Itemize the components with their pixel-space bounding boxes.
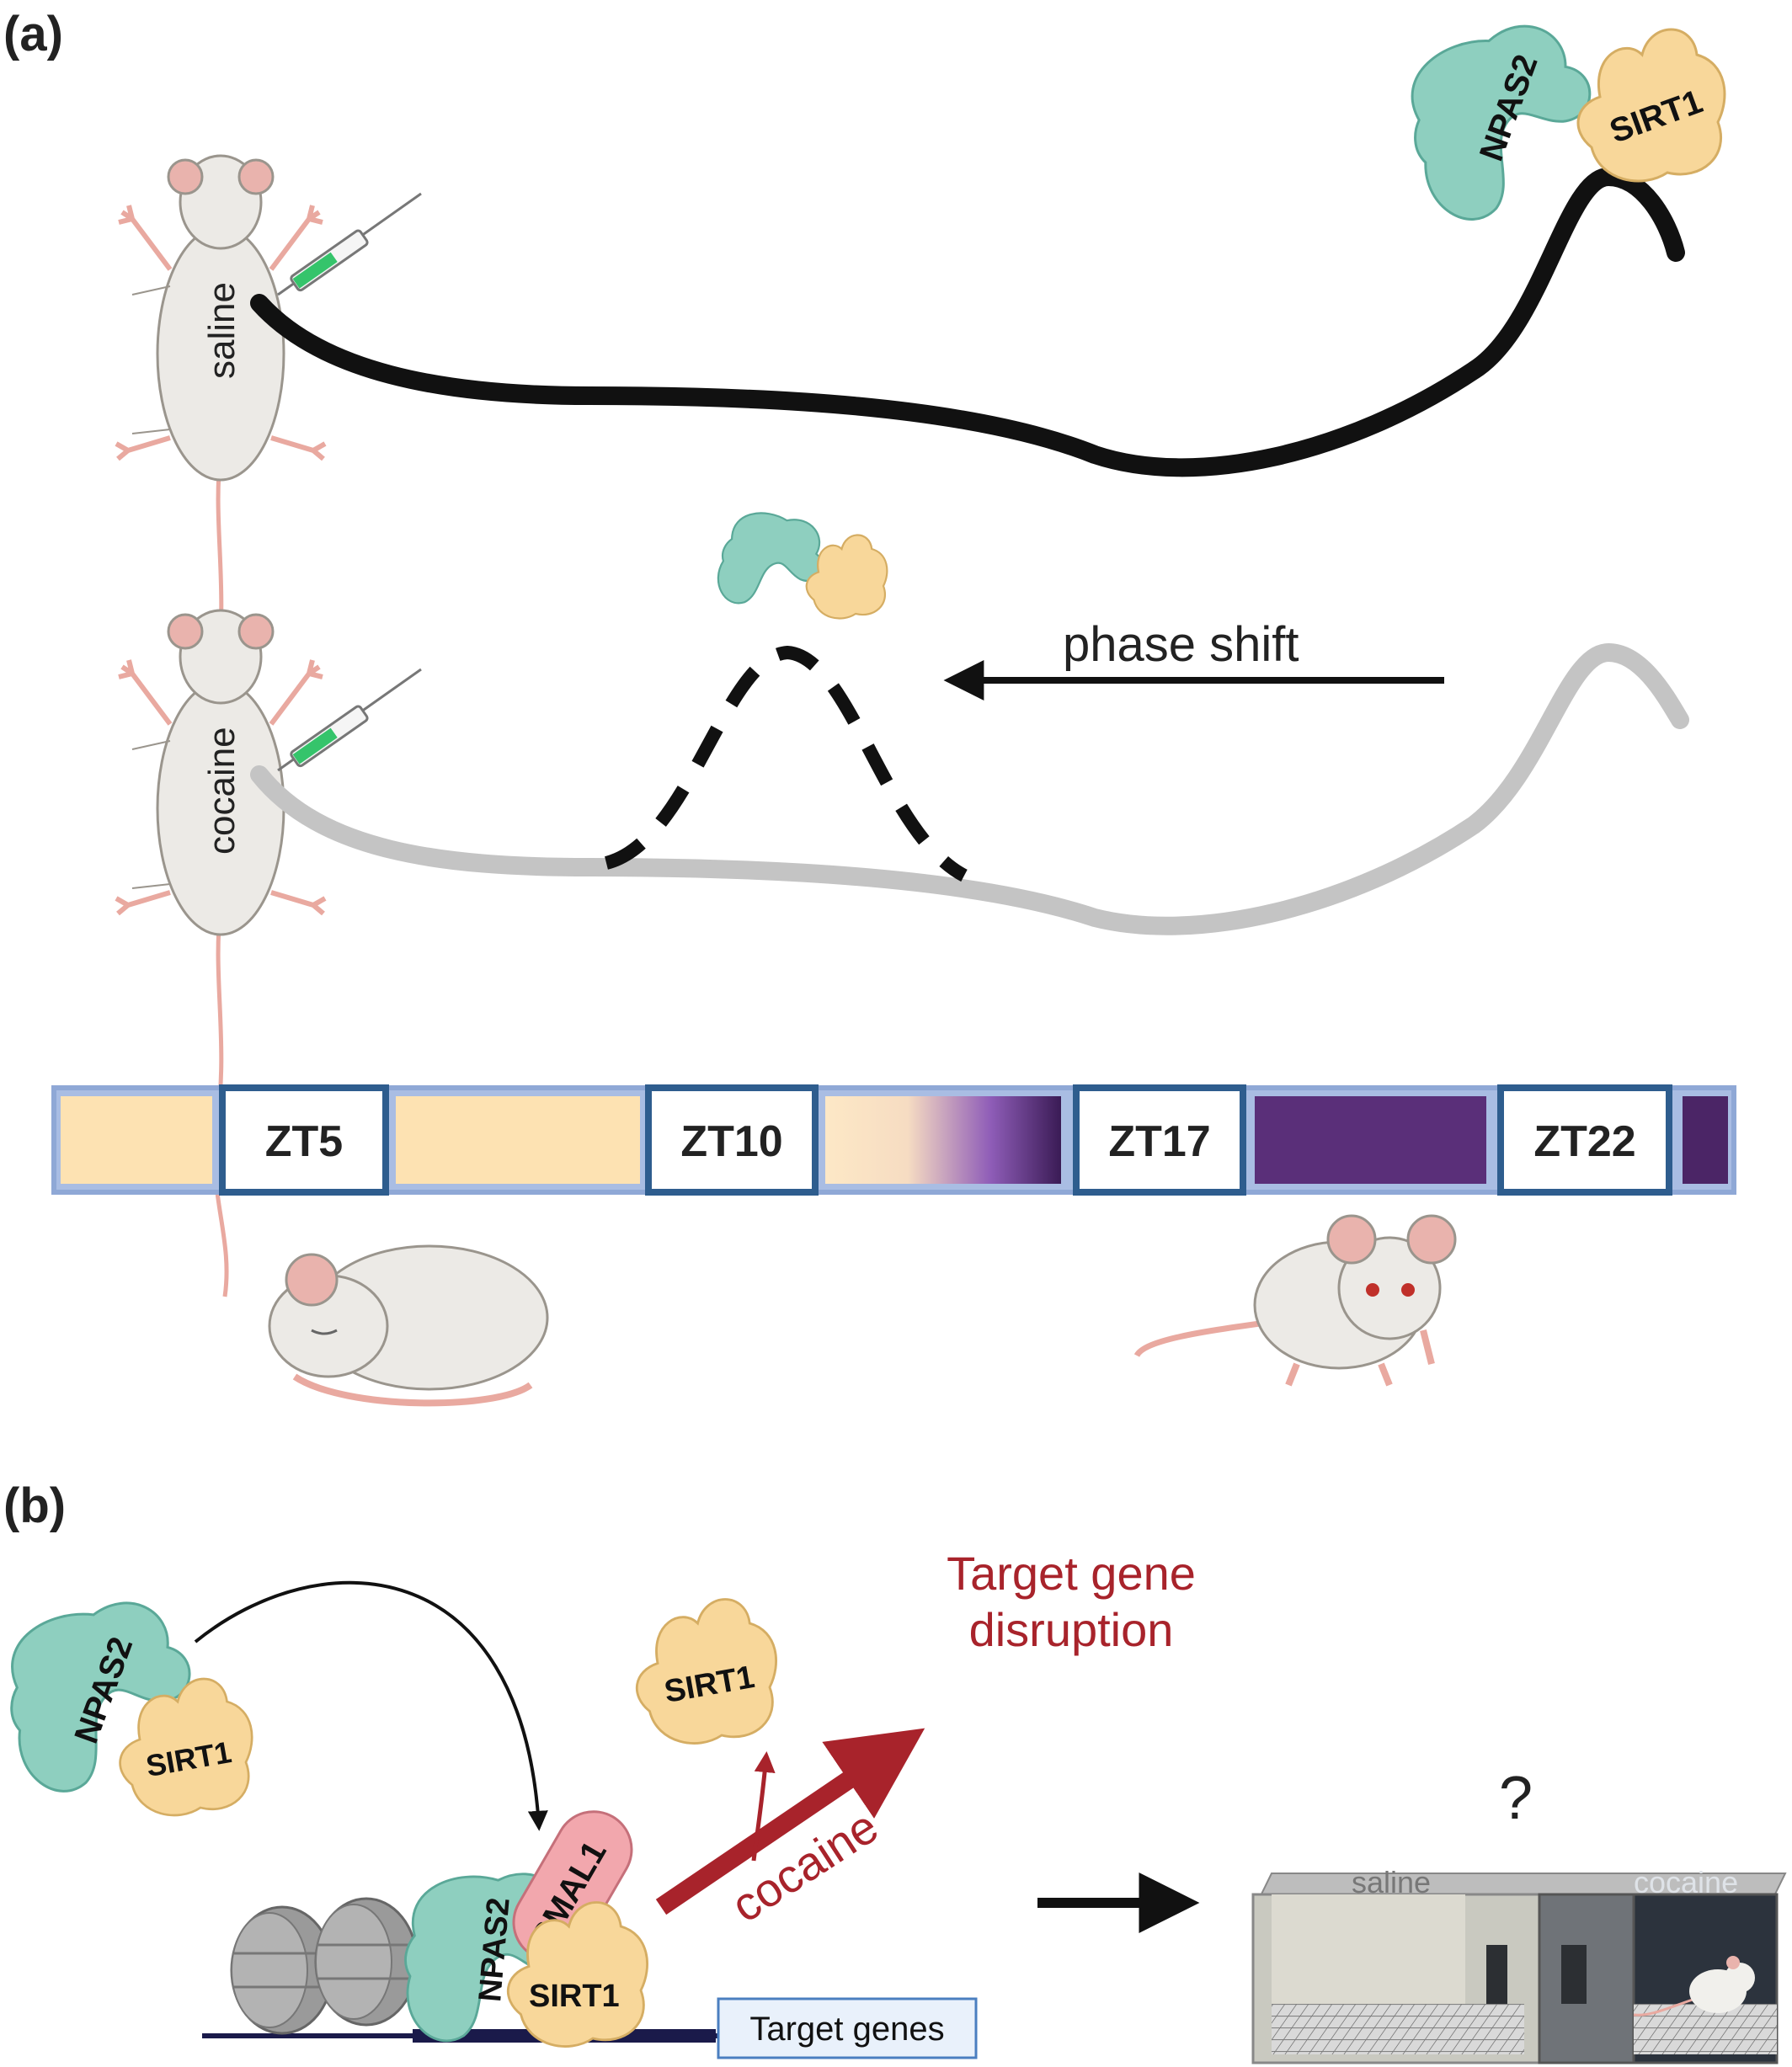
cocaine-mouse-icon: cocaine: [116, 610, 325, 1297]
cocaine-expression-curve: [250, 642, 1689, 935]
question-mark: ?: [1499, 1765, 1533, 1832]
light-phase-segment: [61, 1096, 212, 1184]
shifted-peak-dashed-curve: [604, 645, 968, 882]
sirt1-release-arrow: [751, 1751, 776, 1862]
saline-mouse-label: saline: [201, 282, 243, 379]
chamber-cocaine-label: cocaine: [1634, 1865, 1738, 1899]
chamber-saline-label: saline: [1352, 1865, 1431, 1899]
sirt1-protein-icon: SIRT1: [1576, 28, 1726, 183]
dusk-transition-segment: [825, 1096, 1061, 1184]
syringe-icon: [276, 192, 423, 296]
sirt1-complex-icon: SIRT1: [506, 1901, 648, 2048]
cocaine-disruption-arrow: [655, 1728, 925, 1915]
zt10-label: ZT10: [680, 1117, 782, 1166]
sirt1-label-complex: SIRT1: [529, 1979, 620, 2014]
phase-shift-label: phase shift: [1063, 617, 1299, 672]
mouse-in-chamber-icon: [1633, 1956, 1755, 2016]
target-genes-box: Target genes: [717, 1997, 978, 2059]
saline-expression-curve: [250, 167, 1685, 477]
binding-curved-arrow: [194, 1580, 548, 1831]
panel-b-label: (b): [3, 1478, 66, 1533]
sirt1-free-icon: SIRT1: [119, 1677, 253, 1817]
zt22-box: ZT22: [1497, 1084, 1672, 1196]
sirt1-released-icon: SIRT1: [635, 1598, 777, 1745]
zt17-label: ZT17: [1108, 1117, 1210, 1166]
nucleosome-icon: [314, 1897, 419, 2027]
zt5-label: ZT5: [265, 1117, 343, 1166]
zt5-box: ZT5: [219, 1084, 389, 1196]
target-genes-label: Target genes: [749, 2011, 944, 2048]
light-phase-segment: [396, 1096, 640, 1184]
zt10-box: ZT10: [645, 1084, 819, 1196]
dark-phase-segment: [1255, 1096, 1486, 1184]
cocaine-mouse-label: cocaine: [201, 727, 243, 855]
conditioned-place-preference-box: saline cocaine: [1251, 1865, 1787, 2064]
saline-mouse-icon: saline: [116, 156, 325, 842]
zt22-label: ZT22: [1533, 1117, 1635, 1166]
sleeping-mouse-icon: [268, 1244, 549, 1407]
nucleosome-icon: [230, 1905, 334, 2035]
panel-a-label: (a): [3, 7, 63, 61]
disruption-label-line2: disruption: [969, 1603, 1174, 1656]
npas2-small-icon: [712, 506, 831, 618]
zt17-box: ZT17: [1073, 1084, 1246, 1196]
awake-mouse-icon: [1133, 1214, 1457, 1387]
zt-timeline-bar: ZT5 ZT10 ZT17 ZT22: [51, 1084, 1736, 1196]
disruption-label-line1: Target gene: [947, 1547, 1196, 1600]
dark-phase-segment: [1683, 1096, 1728, 1184]
